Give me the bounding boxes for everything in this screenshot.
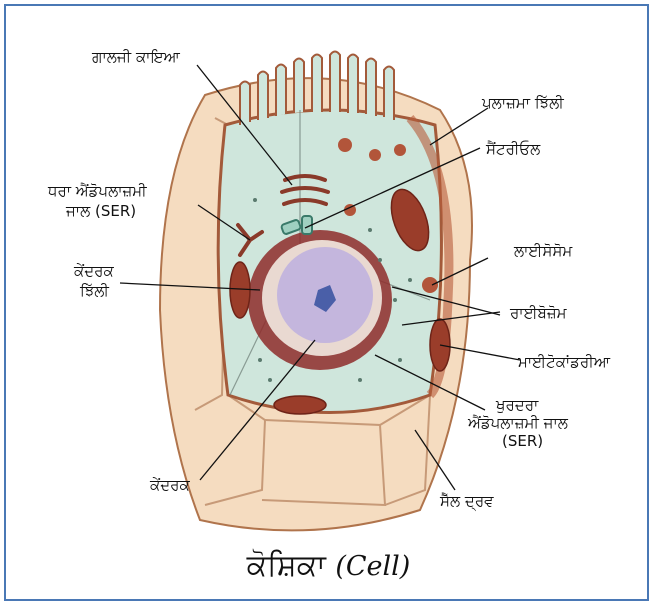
label-rer-line1: ਖੁਰਦਰਾ xyxy=(496,396,538,414)
label-mitochondria: ਮਾਈਟੋਕਾਂਡਰੀਆ xyxy=(518,353,610,371)
label-nuclear-membrane-line2: ਝਿੱਲੀ xyxy=(80,282,109,300)
label-plasma-membrane: ਪਲਾਜ਼ਮਾ ਝਿੱਲੀ xyxy=(482,94,564,112)
label-centriole: ਸੈਂਟਰੀਓਲ xyxy=(486,140,540,158)
label-cytoplasm: ਸੈੱਲ ਦ੍ਰਵ xyxy=(440,492,494,510)
label-lysosome: ਲਾਈਸੋਸੋਮ xyxy=(514,242,572,260)
label-nuclear-membrane-line1: ਕੇਂਦਰਕ xyxy=(74,262,114,280)
label-ser-line2: ਜਾਲ (SER) xyxy=(66,202,136,220)
label-rer-line3: (SER) xyxy=(502,432,543,450)
caption-punjabi: ਕੋਸ਼ਿਕਾ xyxy=(247,548,326,583)
label-nucleus: ਕੇਂਦਰਕ xyxy=(150,476,190,494)
label-ser-line1: ਧਰਾ ਐਂਡੋਪਲਾਜ਼ਮੀ xyxy=(48,182,147,200)
label-rer-line2: ਐਂਡੋਪਲਾਜ਼ਮੀ ਜਾਲ xyxy=(468,414,568,432)
figure-caption: ਕੋਸ਼ਿਕਾ (Cell) xyxy=(0,548,657,583)
label-golgi: ਗਾਲਜੀ ਕਾਇਆ xyxy=(92,48,180,66)
caption-english: (Cell) xyxy=(335,551,410,582)
label-ribosome: ਰਾਈਬੋਜ਼ੋਮ xyxy=(510,304,567,322)
